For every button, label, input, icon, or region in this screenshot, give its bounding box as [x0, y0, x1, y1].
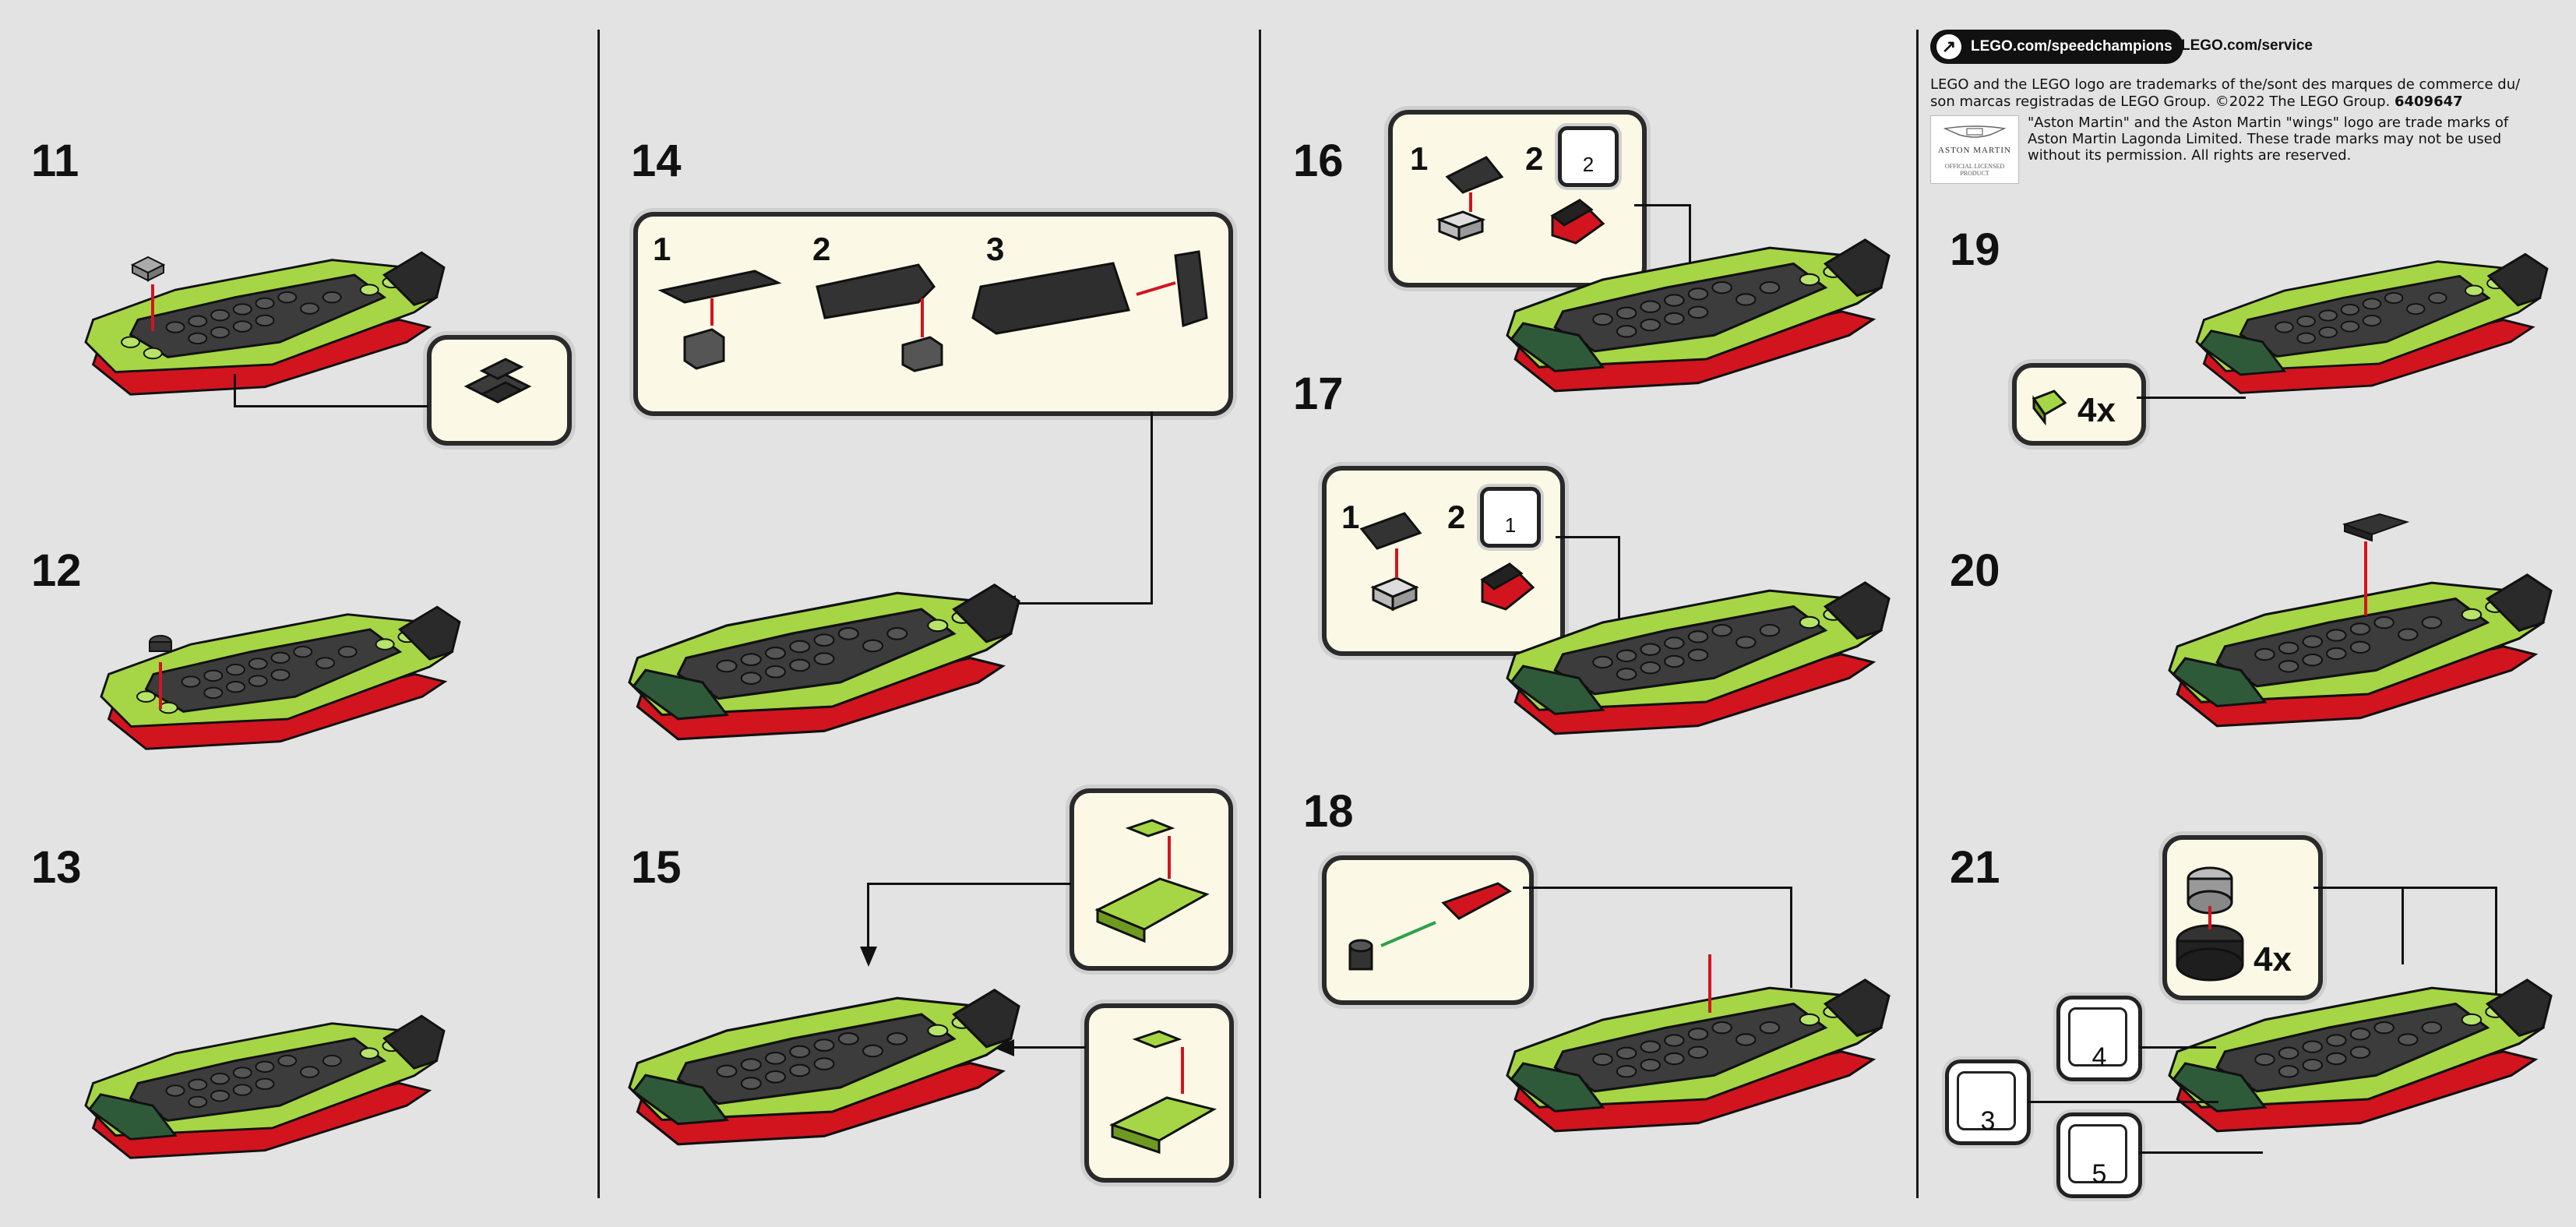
subassembly-icon-4 — [2068, 1007, 2127, 1067]
subassembly-leader-4 — [2138, 1046, 2216, 1049]
piece-tile-gray — [129, 253, 167, 284]
callout-leader-21h — [2313, 887, 2497, 889]
arrow-red-down — [1708, 954, 1711, 1013]
car-assembly-step-21 — [2168, 935, 2553, 1184]
subassembly-count-16: 2 — [1582, 153, 1595, 176]
substep-14-2: 2 — [812, 231, 831, 267]
subassembly-number-3: 3 — [1980, 1106, 1996, 1136]
subassembly-icon-3 — [1957, 1071, 2016, 1130]
substep-14-1: 1 — [653, 231, 671, 267]
car-assembly-step-12 — [100, 576, 461, 787]
callout-leader-21v1 — [2402, 887, 2404, 964]
callout-step-18 — [1322, 855, 1534, 1005]
subassembly-count-17: 1 — [1504, 513, 1517, 537]
substep-16-2: 2 — [1525, 140, 1544, 177]
legal-text-line1: LEGO and the LEGO logo are trademarks of… — [1930, 76, 2521, 93]
car-assembly-step-17 — [1506, 538, 1891, 787]
callout-leader-17h — [1556, 536, 1619, 538]
callout-step-14 — [633, 212, 1233, 416]
product-code: 6409647 — [2394, 93, 2463, 110]
car-assembly-step-13 — [84, 985, 446, 1196]
substep-17-2: 2 — [1447, 499, 1466, 535]
callout-leader-19 — [2137, 397, 2246, 399]
step-number-18: 18 — [1303, 786, 1354, 837]
car-assembly-step-16 — [1506, 195, 1891, 444]
step-number-16: 16 — [1293, 136, 1344, 186]
aston-legal-1: "Aston Martin" and the Aston Martin "win… — [2028, 115, 2509, 131]
step-number-12: 12 — [31, 545, 82, 596]
car-assembly-step-15 — [628, 943, 1020, 1200]
subassembly-count-box-16: 2 — [1558, 126, 1619, 187]
callout-step-15a — [1070, 788, 1233, 971]
subassembly-number-4: 4 — [2091, 1042, 2107, 1072]
piece-slope-dark — [2341, 513, 2410, 544]
step-number-15: 15 — [631, 842, 682, 893]
subassembly-leader-5 — [2138, 1151, 2263, 1154]
callout-leader-18h — [1523, 887, 1792, 889]
step-number-14: 14 — [631, 136, 682, 186]
callout-leader-15a-h — [867, 883, 1071, 885]
logo-name: ASTON MARTIN — [1938, 146, 2011, 155]
step-number-19: 19 — [1950, 224, 2000, 275]
callout-leader-15b-h — [1013, 1046, 1086, 1049]
step-number-11: 11 — [31, 136, 79, 186]
logo-licensed: OFFICIAL LICENSED PRODUCT — [1944, 163, 2005, 177]
link-speedchampions-label: LEGO.com/speedchampions — [1971, 38, 2173, 55]
arrow-red-down — [159, 662, 162, 709]
subassembly-leader-3 — [2028, 1101, 2218, 1103]
car-assembly-step-18 — [1506, 935, 1891, 1184]
car-assembly-step-19 — [2195, 179, 2549, 475]
substep-16-1: 1 — [1410, 140, 1429, 177]
aston-legal-3: without its permission. All rights are r… — [2028, 147, 2352, 164]
arrow-red-down — [151, 284, 154, 331]
callout-step-21 — [2162, 835, 2323, 1000]
aston-martin-wings-icon — [1943, 125, 2006, 138]
step-number-20: 20 — [1950, 545, 2000, 596]
column-divider-3 — [1916, 30, 1919, 1198]
link-speedchampions[interactable]: ↗ LEGO.com/speedchampions — [1930, 30, 2183, 64]
subassembly-box-3: 3 — [1945, 1060, 2031, 1145]
callout-step-19 — [2012, 363, 2146, 446]
callout-leader-14v — [1151, 411, 1153, 605]
arrow-red-down — [2364, 541, 2367, 615]
callout-step-15b — [1084, 1003, 1234, 1183]
callout-leader-15a-v — [867, 883, 869, 949]
substep-17-1: 1 — [1341, 499, 1360, 535]
step-number-17: 17 — [1293, 368, 1344, 419]
subassembly-box-4: 4 — [2056, 996, 2142, 1081]
subassembly-number-5: 5 — [2091, 1159, 2107, 1189]
callout-leader-21v2 — [2495, 887, 2497, 1050]
callout-leader-14h — [1013, 602, 1153, 605]
arrowhead-15a — [860, 947, 877, 967]
aston-legal-2: Aston Martin Lagonda Limited. These trad… — [2028, 131, 2502, 147]
legal-text-line2: son marcas registradas de LEGO Group. ©2… — [1930, 93, 2463, 110]
piece-round-dark — [145, 633, 176, 661]
callout-step-11 — [427, 335, 572, 446]
callout-leader-17v — [1618, 536, 1620, 636]
callout-leader-16h — [1634, 204, 1690, 206]
callout-leader-18v — [1790, 887, 1792, 988]
callout-leader-11 — [234, 405, 428, 407]
car-assembly-step-14 — [628, 538, 1020, 795]
column-divider-2 — [1259, 30, 1261, 1198]
link-service[interactable]: LEGO.com/service — [2181, 37, 2313, 54]
external-link-icon: ↗ — [1936, 34, 1961, 59]
quantity-21: 4x — [2254, 940, 2292, 978]
car-assembly-step-20 — [2168, 530, 2553, 779]
subassembly-count-box-17: 1 — [1480, 487, 1541, 548]
step-number-21: 21 — [1950, 842, 2000, 893]
legal-text-line2-text: son marcas registradas de LEGO Group. ©2… — [1930, 93, 2391, 110]
column-divider-1 — [597, 30, 600, 1198]
step-number-13: 13 — [31, 842, 82, 893]
substep-14-3: 3 — [986, 231, 1005, 267]
subassembly-icon-5 — [2068, 1124, 2127, 1183]
aston-martin-logo: ASTON MARTIN OFFICIAL LICENSED PRODUCT — [1930, 115, 2019, 184]
callout-leader-11v — [234, 374, 236, 407]
quantity-19: 4x — [2077, 391, 2116, 429]
subassembly-box-5: 5 — [2056, 1112, 2142, 1198]
